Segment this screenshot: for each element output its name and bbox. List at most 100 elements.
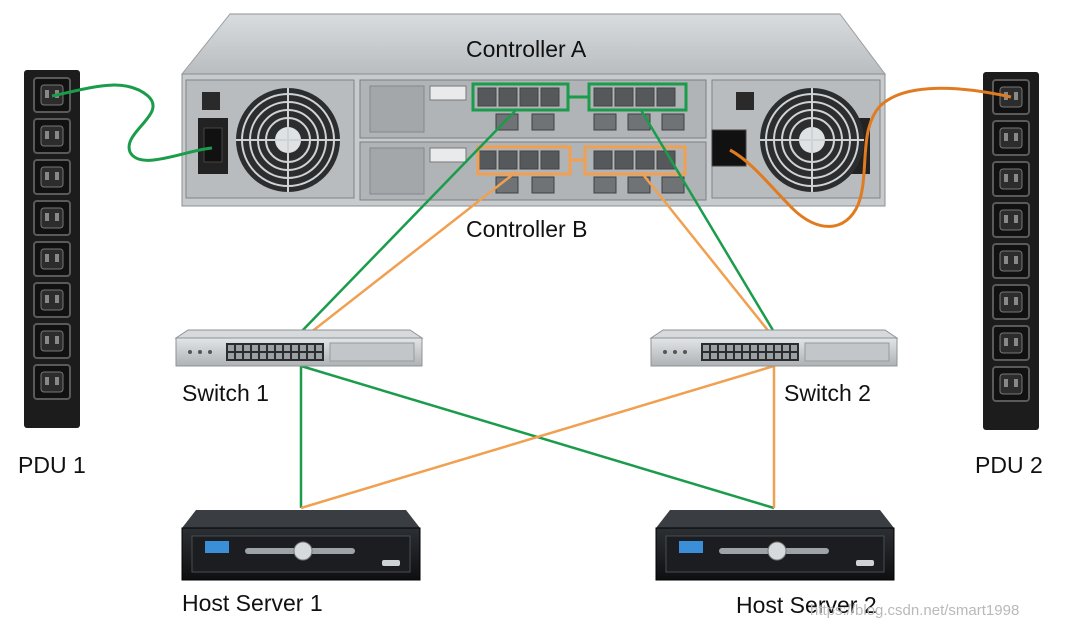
pdu-1-label: PDU 1 — [18, 452, 86, 478]
pdu-outlet — [33, 159, 71, 195]
switch-port — [236, 353, 242, 359]
left-power-supply — [185, 79, 355, 199]
rj45-port — [593, 113, 617, 131]
host-server-1-label: Host Server 1 — [182, 590, 323, 616]
switch-port — [300, 345, 306, 351]
rj45-port — [495, 176, 519, 194]
sfp-port — [498, 150, 518, 170]
host-server-1 — [181, 510, 421, 581]
pdu-1 — [24, 70, 80, 428]
switch-port — [292, 353, 298, 359]
switch-port — [292, 345, 298, 351]
watermark: https://blog.csdn.net/smart1998 — [810, 602, 1020, 619]
switch-port — [284, 345, 290, 351]
switch-port — [703, 353, 709, 359]
pdu-outlet — [992, 161, 1030, 197]
switch-2 — [649, 329, 899, 367]
switch-port — [791, 353, 797, 359]
switch-port — [727, 345, 733, 351]
sfp-port — [540, 150, 560, 170]
switch-port — [783, 345, 789, 351]
sfp-port — [614, 87, 634, 107]
sfp-port — [635, 150, 655, 170]
switch-port — [268, 353, 274, 359]
switch-port — [751, 353, 757, 359]
switch-port — [228, 345, 234, 351]
pdu-outlet — [992, 120, 1030, 156]
pdu-outlet — [992, 202, 1030, 238]
switch-port — [260, 353, 266, 359]
switch-port — [244, 353, 250, 359]
sfp-port — [593, 87, 613, 107]
sfp-port — [614, 150, 634, 170]
sfp-port — [635, 87, 655, 107]
host-server-2-label: Host Server 2 — [736, 592, 877, 618]
sfp-port — [656, 87, 676, 107]
switch-1-label: Switch 1 — [182, 380, 269, 406]
switch-port — [791, 345, 797, 351]
switch-port — [743, 353, 749, 359]
switch-port — [260, 345, 266, 351]
switch-port — [228, 353, 234, 359]
pdu-outlet — [33, 282, 71, 318]
controller-b-module — [359, 141, 707, 201]
switch-port — [316, 353, 322, 359]
switch-port — [276, 353, 282, 359]
switch-1 — [174, 329, 424, 367]
pdu-outlet — [33, 118, 71, 154]
pdu-outlet — [992, 284, 1030, 320]
switch-port — [735, 345, 741, 351]
switch-port — [743, 345, 749, 351]
power-cable-left — [51, 83, 213, 162]
switch-port — [703, 345, 709, 351]
sfp-port — [477, 150, 497, 170]
switch-port — [300, 353, 306, 359]
rj45-port — [661, 113, 685, 131]
host-server-2 — [655, 510, 895, 581]
switch-port — [767, 345, 773, 351]
controller-b-label: Controller B — [466, 216, 588, 242]
sfp-port — [519, 87, 539, 107]
switch-port — [775, 345, 781, 351]
switch-port — [711, 345, 717, 351]
switch-port — [308, 345, 314, 351]
power-cable-right — [729, 86, 1012, 228]
right-power-supply — [711, 79, 881, 199]
switch-port — [316, 345, 322, 351]
switch-port — [268, 345, 274, 351]
switch-port — [735, 353, 741, 359]
switch-port — [783, 353, 789, 359]
sfp-port — [593, 150, 613, 170]
switch-port — [775, 353, 781, 359]
rj45-port — [531, 176, 555, 194]
pdu-outlet — [33, 200, 71, 236]
rj45-port — [593, 176, 617, 194]
pdu-outlet — [992, 243, 1030, 279]
switch-port — [719, 353, 725, 359]
switch-port — [276, 345, 282, 351]
sfp-port — [540, 87, 560, 107]
network-links — [299, 109, 776, 510]
pdu-outlet — [33, 323, 71, 359]
switch-port — [719, 345, 725, 351]
switch-2-label: Switch 2 — [784, 380, 871, 406]
switch-port — [711, 353, 717, 359]
pdu-outlet — [992, 325, 1030, 361]
pdu-2 — [983, 72, 1039, 430]
switch-port — [284, 353, 290, 359]
pdu-outlet — [33, 241, 71, 277]
sfp-port — [477, 87, 497, 107]
switch-port — [308, 353, 314, 359]
sfp-port — [498, 87, 518, 107]
rj45-port — [531, 113, 555, 131]
storage-array — [180, 13, 886, 207]
switch-port — [751, 345, 757, 351]
switch-port — [759, 353, 765, 359]
pdu-outlet — [33, 364, 71, 400]
controller-a-label: Controller A — [466, 36, 587, 62]
sfp-port — [519, 150, 539, 170]
switch-port — [759, 345, 765, 351]
switch-port — [244, 345, 250, 351]
rj45-port — [661, 176, 685, 194]
